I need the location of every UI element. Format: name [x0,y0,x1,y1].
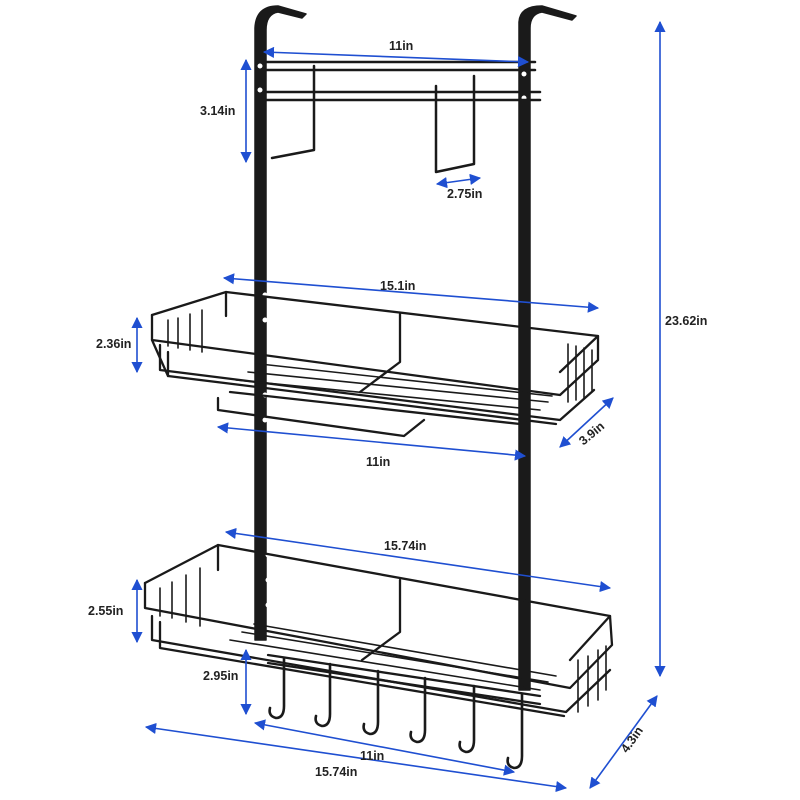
hook-bar [266,653,542,706]
label-top-basket-width: 15.1in [380,279,415,293]
bottom-basket [143,543,614,718]
rack-frame [143,5,614,770]
dim-line-bottom-depth [589,695,658,789]
hook-1 [268,656,286,720]
dim-line-top-basket-depth [559,397,614,448]
hook-2 [314,662,332,728]
label-top-basket-depth: 3.9in [576,419,607,448]
dim-line-top-basket-width [222,273,600,313]
dim-line-top-inner-width [216,422,527,461]
label-top-inner-width: 11in [366,455,390,469]
label-bottom-basket-width: 15.74in [384,539,426,553]
dim-line-hook-depth [435,173,482,189]
dim-line-bottom-width [144,722,568,793]
label-hooks-height: 2.95in [203,669,238,683]
dimension-labels: 23.62in 11in 3.14in 2.75in 15.1in 2.36in… [88,39,707,779]
label-hook-depth: 2.75in [447,187,482,201]
dimension-lines [131,20,666,793]
label-top-basket-height: 2.36in [96,337,131,351]
hook-3 [362,669,380,736]
label-hanger-height: 3.14in [200,104,235,118]
label-hooks-span: 11in [360,749,384,763]
label-hanger-width: 11in [389,39,413,53]
dim-line-bottom-basket-width [224,527,612,593]
label-bottom-depth: 4.3in [618,724,646,755]
label-bottom-basket-height: 2.55in [88,604,123,618]
top-basket [150,290,600,438]
label-bottom-width: 15.74in [315,765,357,779]
top-hanger [260,60,542,174]
dim-line-hanger-width [262,46,530,68]
label-total-height: 23.62in [665,314,707,328]
